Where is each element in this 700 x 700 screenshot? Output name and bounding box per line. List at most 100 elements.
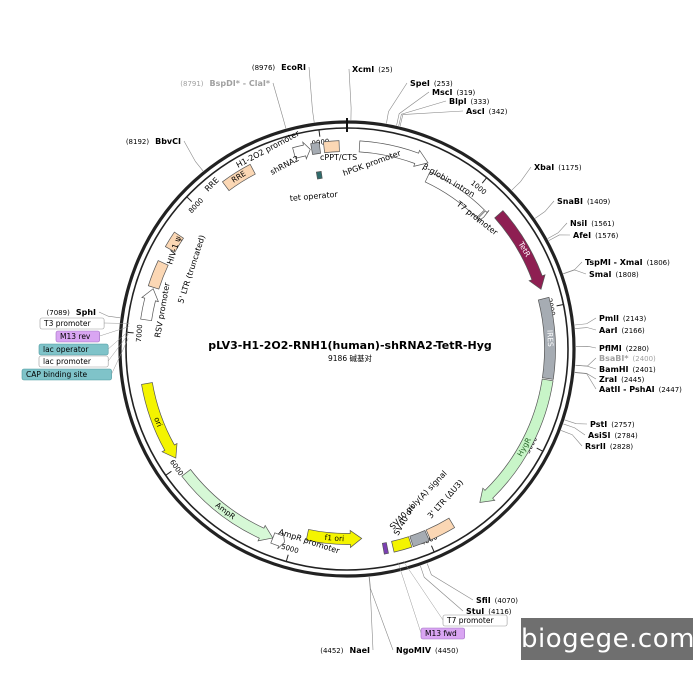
feature-globin-intron[interactable] <box>424 171 485 219</box>
boxed-label-bg <box>38 343 109 356</box>
site-leader-line <box>564 419 588 425</box>
feature-label-ires: IRES <box>545 330 555 348</box>
boxed-label-bg <box>21 368 112 381</box>
restriction-site-label[interactable]: XbaI(1175) <box>534 163 582 172</box>
feature-cppt-cts[interactable] <box>322 140 340 154</box>
feature-tet-operator[interactable] <box>315 170 323 180</box>
restriction-site-label[interactable]: (7089)SphI <box>47 308 96 317</box>
boxed-feature-label[interactable]: M13 rev <box>60 332 91 341</box>
feature-rre[interactable] <box>221 163 256 192</box>
restriction-site-label[interactable]: StuI(4116) <box>466 607 512 616</box>
site-leader-line <box>560 430 583 447</box>
site-leader-line <box>575 345 597 349</box>
feature-sv40-poly-a-signal[interactable] <box>409 530 430 548</box>
tick-mark <box>165 470 172 476</box>
boxed-feature-label[interactable]: lac promoter <box>43 357 92 366</box>
restriction-site-label[interactable]: SpeI(253) <box>410 79 453 88</box>
boxed-label-leader <box>397 561 422 634</box>
site-leader-line <box>574 372 597 390</box>
feature-3-ltr-u3[interactable] <box>425 517 456 541</box>
restriction-site-label[interactable]: AatII - PshAI(2447) <box>599 385 682 394</box>
site-leader-line <box>563 423 586 436</box>
tick-mark <box>481 177 488 184</box>
tick-mark <box>318 129 321 137</box>
restriction-site-label[interactable]: (8976)EcoRI <box>252 63 306 72</box>
restriction-site-label[interactable]: TspMI - XmaI(1806) <box>585 258 670 267</box>
boxed-label-leader <box>402 560 444 621</box>
boxed-feature-label[interactable]: T7 promoter <box>446 616 494 625</box>
restriction-site-label[interactable]: (4452)NaeI <box>320 646 370 655</box>
boxed-feature-label[interactable]: lac operator <box>43 345 89 354</box>
restriction-site-label[interactable]: NsiI(1561) <box>570 219 615 228</box>
feature-label: RSV promoter <box>153 281 172 338</box>
boxed-label-bg <box>39 317 105 330</box>
boxed-feature-label[interactable]: T3 promoter <box>43 319 91 328</box>
restriction-site-label[interactable]: MscI(319) <box>432 88 476 97</box>
restriction-site-label[interactable]: BsaBI*(2400) <box>599 354 656 363</box>
site-leader-line <box>308 66 315 123</box>
feature-label: tet operator <box>289 190 338 203</box>
feature-t7-promoter[interactable] <box>476 210 490 223</box>
restriction-site-label[interactable]: BamHI(2401) <box>599 365 656 374</box>
feature-ampr[interactable] <box>181 469 274 542</box>
restriction-site-label[interactable]: XcmI(25) <box>352 65 393 74</box>
site-leader-line <box>574 317 597 326</box>
boxed-label-leader <box>108 330 129 350</box>
restriction-site-label[interactable]: (8192)BbvCI <box>126 137 181 146</box>
feature-f1-ori[interactable] <box>305 529 363 549</box>
tick-label: 9000 <box>311 138 330 148</box>
feature-label: HIV-1 ψ <box>165 235 183 266</box>
site-leader-line <box>575 365 597 370</box>
boxed-label-bg <box>38 355 109 368</box>
feature-shrna2[interactable] <box>310 141 321 155</box>
site-leader-line <box>426 563 474 601</box>
site-leader-line <box>368 576 374 651</box>
feature-sv40-ori[interactable] <box>391 536 413 553</box>
boxed-label-leader <box>111 338 129 375</box>
boxed-label-leader <box>99 326 130 337</box>
feature-ori[interactable] <box>141 382 178 459</box>
restriction-site-label[interactable]: AfeI(1576) <box>573 231 619 240</box>
site-leader-line <box>386 82 408 124</box>
feature-tetr[interactable] <box>494 210 546 290</box>
restriction-site-label[interactable]: PflMI(2280) <box>599 344 649 353</box>
feature-5-ltr-truncated[interactable] <box>147 260 169 290</box>
site-leader-line <box>563 269 587 275</box>
plasmid-length: 9186 碱基对 <box>328 353 372 363</box>
site-leader-line <box>574 371 597 380</box>
feature-hiv-1[interactable] <box>164 231 184 253</box>
feature-label: shRNA2 <box>269 154 301 177</box>
restriction-site-label[interactable]: NgoMIV(4450) <box>396 646 459 655</box>
restriction-site-label[interactable]: ZraI(2445) <box>599 375 645 384</box>
restriction-site-label[interactable]: SfiI(4070) <box>476 596 518 605</box>
restriction-sites: XcmI(25) SpeI(253)MscI(319)BlpI(333)AscI(… <box>47 63 683 655</box>
feature-lac[interactable] <box>381 542 389 555</box>
feature-ires[interactable] <box>537 296 556 380</box>
restriction-site-label[interactable]: AarI(2166) <box>599 326 645 335</box>
restriction-site-label[interactable]: SnaBI(1409) <box>557 197 610 206</box>
site-leader-line <box>98 311 121 319</box>
feature-hpgk-promoter[interactable] <box>358 140 429 167</box>
site-leader-line <box>534 200 555 219</box>
restriction-site-label[interactable]: PstI(2757) <box>590 420 635 429</box>
site-leader-line <box>575 357 597 367</box>
restriction-site-label[interactable]: AsiSI(2784) <box>588 431 638 440</box>
feature-rsv-promoter[interactable] <box>140 288 159 322</box>
plasmid-title: pLV3-H1-2O2-RNH1(human)-shRNA2-TetR-Hyg <box>208 339 492 352</box>
feature-hygr[interactable] <box>479 378 554 503</box>
site-leader-line <box>398 100 447 126</box>
restriction-site-label[interactable]: RsrII(2828) <box>585 442 633 451</box>
tick-mark <box>536 447 544 452</box>
feature-ampr-promoter[interactable] <box>270 532 285 550</box>
restriction-site-label[interactable]: SmaI(1808) <box>589 270 639 279</box>
feature-h1-2o2-promoter[interactable] <box>292 141 311 160</box>
restriction-site-label[interactable]: PmlI(2143) <box>599 314 646 323</box>
site-leader-line <box>563 261 583 274</box>
restriction-site-label[interactable]: AscI(342) <box>466 107 508 116</box>
restriction-site-label[interactable]: (8791)BspDI* - ClaI* <box>180 79 271 88</box>
tick-label: 6000 <box>168 458 185 477</box>
restriction-site-label[interactable]: BlpI(333) <box>449 97 490 106</box>
boxed-feature-label[interactable]: CAP binding site <box>26 370 88 379</box>
boxed-feature-label[interactable]: M13 fwd <box>425 629 457 638</box>
